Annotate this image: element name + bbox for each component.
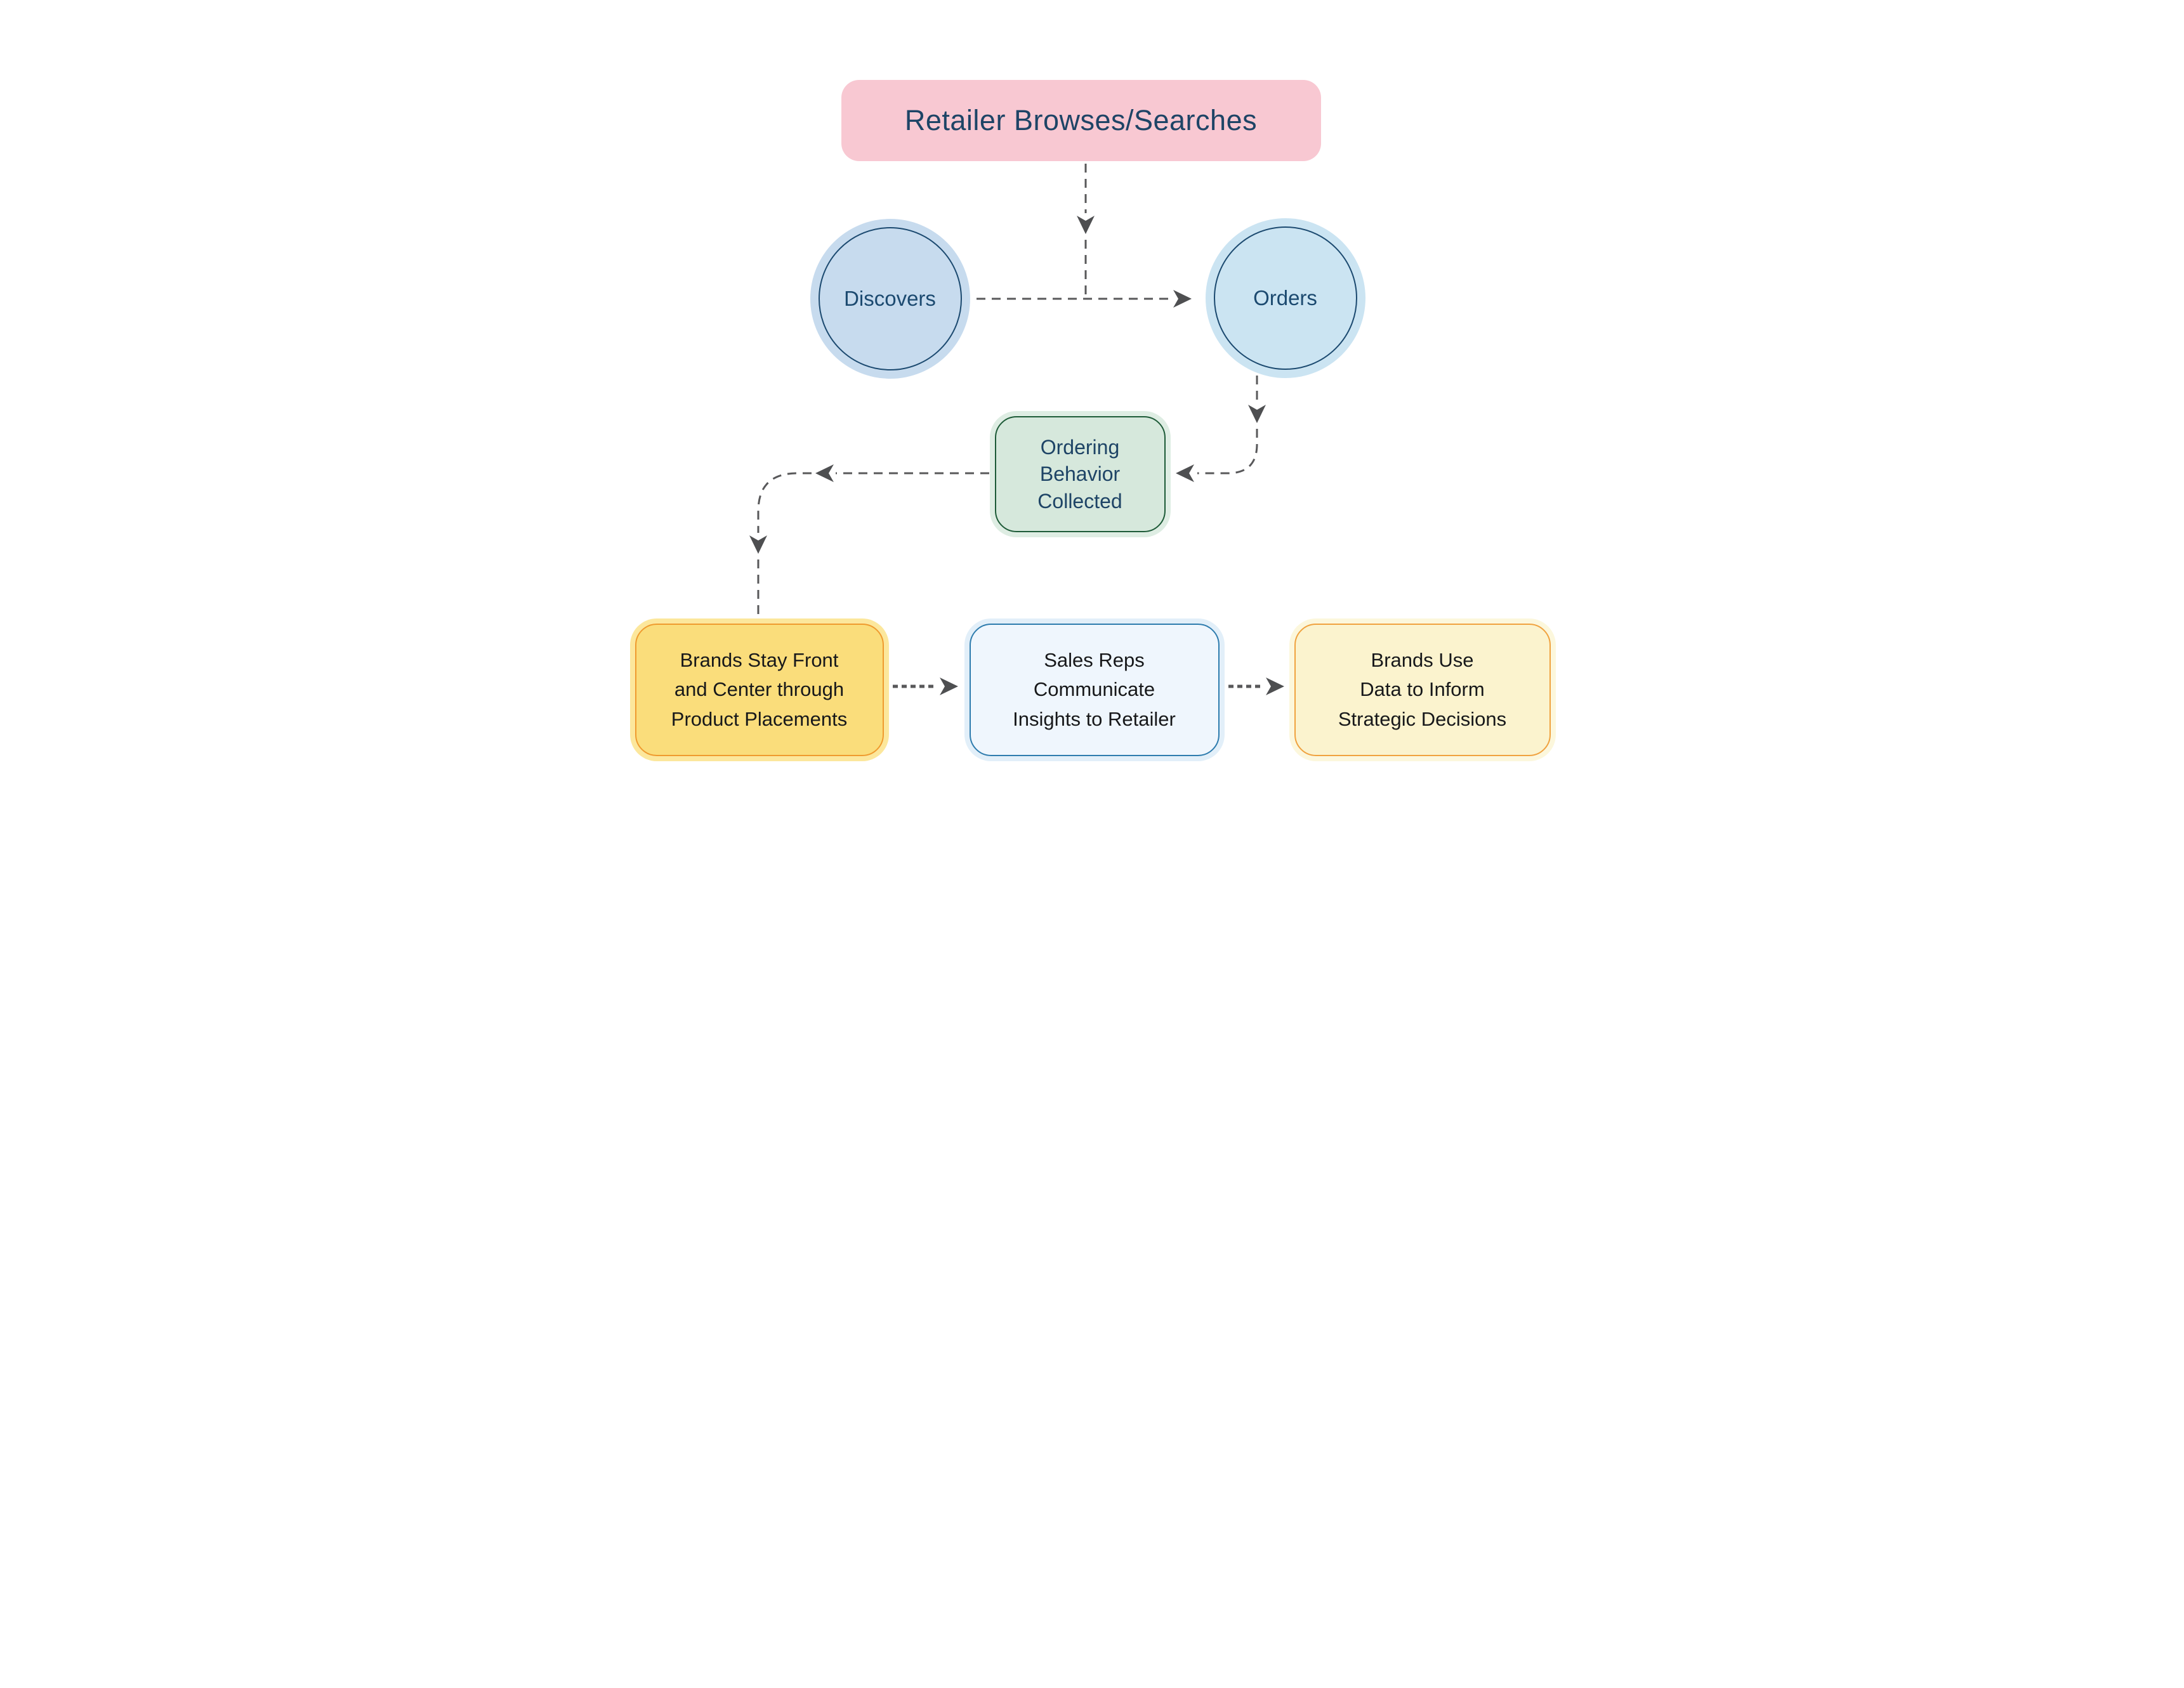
brands-data-line: Data to Inform — [1360, 678, 1485, 701]
sales-reps-line: Insights to Retailer — [1013, 707, 1176, 730]
brands-data-box: Brands Use Data to Inform Strategic Deci… — [1289, 618, 1556, 761]
arrow-right-icon — [1265, 677, 1284, 695]
brands-placements-line: Brands Stay Front — [680, 648, 839, 671]
orders-circle: Orders — [1205, 218, 1365, 378]
arrow-down-icon — [749, 535, 767, 554]
arrow-right-icon — [1173, 290, 1192, 308]
arrow-right-icon — [939, 677, 958, 695]
connector-placements-to-salesreps — [892, 677, 958, 695]
sales-reps-box: Sales Reps Communicate Insights to Retai… — [964, 618, 1225, 761]
discovers-circle-ring — [818, 227, 962, 370]
ordering-behavior-line: Behavior — [1039, 462, 1121, 486]
retailer-browses-label: Retailer Browses/Searches — [904, 104, 1258, 136]
arrow-left-icon — [815, 464, 834, 482]
arrow-left-icon — [1175, 464, 1194, 482]
brands-data-line: Brands Use — [1371, 648, 1474, 671]
connector-orders-to-collect — [1175, 376, 1266, 482]
brands-placements-line: Product Placements — [671, 707, 848, 730]
arrow-down-icon — [1247, 405, 1266, 423]
discovers-label: Discovers — [844, 287, 936, 310]
discovers-circle: Discovers — [810, 219, 970, 379]
arrow-down-icon — [1076, 216, 1095, 234]
connector-salesreps-to-branddata — [1228, 677, 1284, 695]
retailer-browses-box: Retailer Browses/Searches — [841, 80, 1321, 161]
ordering-behavior-box-inner: Ordering Behavior Collected — [994, 416, 1166, 532]
brands-placements-box: Brands Stay Front and Center through Pro… — [629, 618, 889, 761]
sales-reps-line: Sales Reps — [1044, 648, 1145, 671]
brands-data-line: Strategic Decisions — [1338, 707, 1507, 730]
sales-reps-box-inner: Sales Reps Communicate Insights to Retai… — [969, 624, 1220, 756]
connector-title-to-row — [1076, 164, 1095, 296]
connector-discovers-to-orders — [976, 290, 1192, 308]
brands-placements-box-inner: Brands Stay Front and Center through Pro… — [635, 624, 884, 756]
flow-diagram-canvas: Retailer Browses/Searches Discovers Orde… — [546, 0, 1638, 844]
ordering-behavior-line: Ordering — [1040, 436, 1120, 459]
ordering-behavior-box: Ordering Behavior Collected — [989, 411, 1171, 537]
sales-reps-line: Communicate — [1033, 678, 1155, 701]
brands-data-box-inner: Brands Use Data to Inform Strategic Deci… — [1294, 624, 1551, 756]
brands-placements-line: and Center through — [674, 678, 845, 701]
orders-label: Orders — [1253, 286, 1317, 310]
connector-collect-to-placements — [749, 464, 989, 617]
ordering-behavior-line: Collected — [1037, 489, 1122, 513]
orders-circle-ring — [1213, 226, 1357, 370]
